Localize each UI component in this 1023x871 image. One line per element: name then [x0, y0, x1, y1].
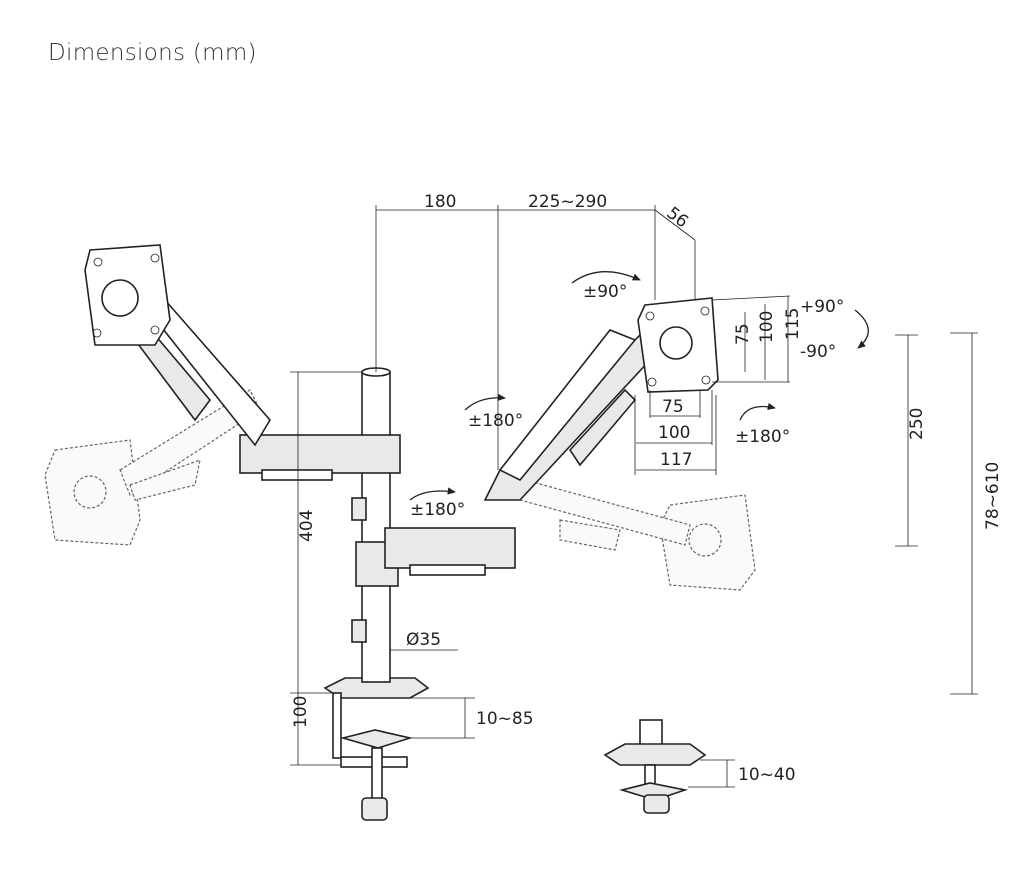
dimension-lines: [290, 205, 978, 788]
right-arm: [384, 329, 651, 576]
grommet-base: [603, 719, 707, 814]
label-vesa-75-h: 75: [662, 397, 684, 417]
ghost-right-monitor-arm: [519, 479, 756, 591]
label-vesa-100-h: 100: [658, 423, 690, 443]
label-vesa-75-v: 75: [733, 323, 753, 345]
label-rotate-arm: ±180°: [468, 411, 523, 431]
ghost-left-monitor-arm: [44, 389, 261, 546]
right-vesa-plate: [637, 297, 719, 393]
pole: [351, 367, 399, 683]
dimension-labels: 180 225~290 56 75 100 115 75 100 117 +90…: [291, 192, 1003, 785]
label-arm-offset: 180: [424, 192, 456, 212]
desk-clamp: [323, 677, 430, 821]
label-height-range: 78~610: [983, 462, 1003, 530]
label-rotate-screen: ±180°: [735, 427, 790, 447]
label-tilt-up: +90°: [800, 297, 844, 317]
label-vesa-100-v: 100: [757, 311, 777, 343]
label-head-depth: 56: [663, 203, 692, 232]
label-vertical-adjust: 250: [907, 408, 927, 440]
label-tilt-down: -90°: [800, 342, 836, 362]
page-title: Dimensions (mm): [48, 40, 257, 66]
left-arm: [133, 299, 401, 481]
rotation-arrows: [409, 271, 869, 501]
label-clamp-range: 10~85: [476, 709, 534, 729]
label-rotate-lower: ±180°: [410, 500, 465, 520]
label-plate-115: 115: [783, 308, 803, 340]
label-grommet-range: 10~40: [738, 765, 796, 785]
label-clamp-height: 100: [291, 696, 311, 728]
label-swivel-head: ±90°: [583, 282, 627, 302]
label-pole-diameter: Ø35: [406, 630, 441, 650]
label-plate-117: 117: [660, 450, 692, 470]
label-pole-height: 404: [297, 510, 317, 542]
left-vesa-plate: [84, 244, 171, 346]
label-arm-reach: 225~290: [528, 192, 607, 212]
